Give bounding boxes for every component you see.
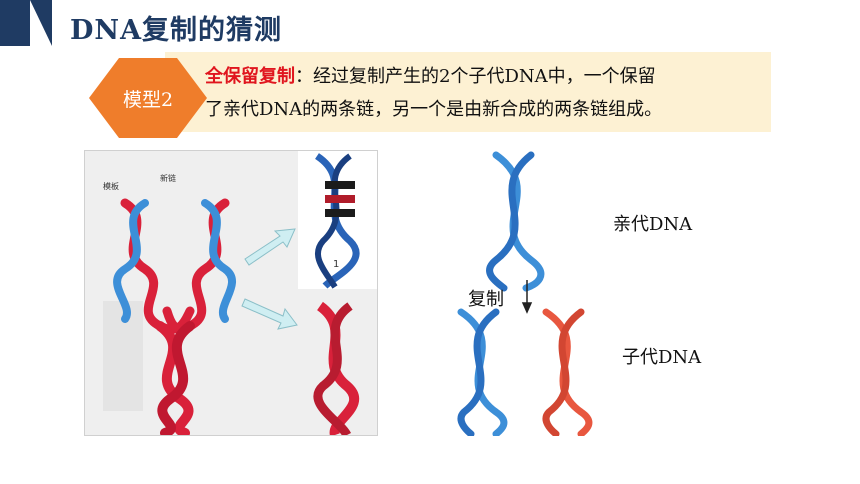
left-fork: [113, 198, 195, 334]
parent-dna-label: 亲代DNA: [613, 214, 693, 235]
replication-illustration: 模板 新链 1: [84, 150, 378, 438]
corner-notch: [30, 0, 52, 46]
definition-box: [165, 52, 771, 132]
replication-fork-diagram: [103, 151, 377, 438]
copy-helix: [313, 301, 360, 438]
replication-model-diagram: [456, 150, 616, 438]
definition-term: 全保留复制: [205, 66, 295, 87]
child-dna-label: 子代DNA: [622, 347, 702, 368]
definition-line2: 了亲代DNA的两条链，另一个是由新合成的两条链组成。: [205, 99, 663, 120]
child-helix-red: [542, 308, 593, 438]
parent-helix: [486, 151, 545, 292]
page-title: DNA复制的猜测: [70, 15, 283, 46]
child-helix-blue: [457, 308, 508, 438]
inset-helix: [314, 153, 360, 289]
replicate-label: 复制: [468, 289, 504, 310]
inset-number: 1: [333, 259, 340, 270]
arrows: [241, 228, 298, 330]
right-fork: [162, 198, 236, 334]
lower-helix: [155, 321, 195, 438]
definition-line1: ：经过复制产生的2个子代DNA中，一个保留: [295, 66, 656, 87]
model-badge-label: 模型2: [122, 89, 174, 111]
template-label: 模板: [103, 182, 119, 191]
helix-model-svg: [457, 151, 593, 438]
down-arrow: [521, 280, 533, 314]
definition-text: 全保留复制：经过复制产生的2个子代DNA中，一个保留 了亲代DNA的两条链，另一…: [205, 60, 765, 126]
new-strand-label: 新链: [160, 174, 176, 183]
